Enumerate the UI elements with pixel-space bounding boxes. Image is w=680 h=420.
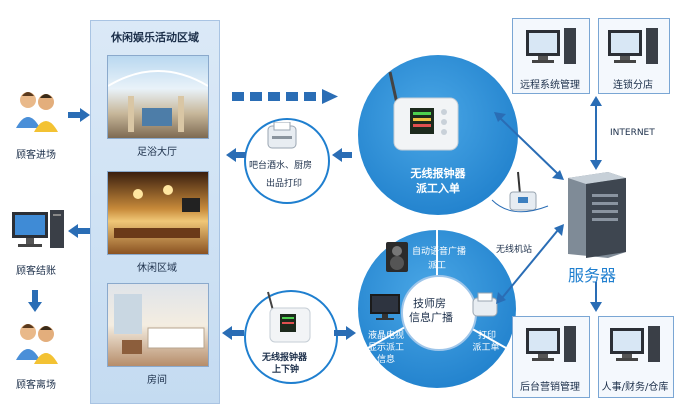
wireless-pager-small-icon — [267, 291, 311, 343]
arrow-left-icon — [332, 148, 352, 162]
remote-management-label: 远程系统管理 — [520, 80, 580, 91]
printer-label-line1: 打印 — [477, 331, 496, 341]
dashed-arrow-right-icon — [232, 89, 338, 104]
customer-enter-label: 顾客进场 — [16, 150, 56, 161]
printer-icon — [267, 122, 297, 149]
technician-room-center — [401, 275, 477, 351]
customers-enter-icon — [16, 92, 58, 132]
ticket-printer-icon — [472, 292, 498, 317]
arrow-left-icon — [226, 148, 246, 162]
computer-icon — [610, 326, 660, 362]
pager-bottom-label-line1: 无线报钟器 — [262, 353, 308, 363]
arrow-right-icon — [334, 326, 356, 340]
foot-spa-hall-photo — [107, 55, 209, 139]
print-label-line2: 出品打印 — [266, 179, 303, 189]
speaker-label-line1: 自动语音广播 — [412, 247, 467, 257]
arrow-right-icon — [68, 108, 90, 122]
server-connection-arrows — [494, 112, 564, 304]
tech-room-line2: 信息广播 — [409, 311, 453, 324]
lcd-tv-icon — [370, 294, 400, 320]
printer-label-line2: 派工单 — [472, 343, 500, 353]
arrow-left-icon — [68, 224, 90, 238]
photo-caption: 房间 — [147, 375, 167, 386]
computer-icon — [526, 28, 576, 64]
checkout-computer-icon — [12, 210, 64, 248]
pager-ring-label-line1: 无线报钟器 — [410, 167, 466, 180]
backend-sales-label: 后台营销管理 — [520, 382, 580, 393]
computer-icon — [526, 326, 576, 362]
print-label-line1: 吧台酒水、厨房 — [249, 161, 313, 171]
pager-ring-label-line2: 派工入单 — [416, 182, 460, 195]
tv-label-line3: 信息 — [376, 355, 395, 365]
internet-arrow-icon — [590, 96, 602, 170]
speaker-label-line2: 派工 — [428, 261, 447, 271]
pager-bottom-label-line2: 上下钟 — [272, 365, 300, 375]
internet-label: INTERNET — [610, 128, 655, 138]
arrow-down-icon — [590, 282, 602, 312]
arrow-left-icon — [222, 326, 244, 340]
photo-caption: 足浴大厅 — [137, 147, 177, 158]
tech-room-line1: 技师房 — [413, 297, 446, 310]
chain-store-label: 连锁分店 — [613, 80, 653, 91]
wireless-pager-device-icon — [388, 71, 459, 151]
leisure-area-photo — [107, 171, 209, 255]
wireless-base-station-icon — [491, 171, 549, 213]
base-station-label: 无线机站 — [496, 245, 533, 255]
customers-leave-icon — [16, 324, 58, 364]
leisure-area-panel: 休闲娱乐活动区域 足浴大厅 休闲区域 房间 — [90, 20, 220, 404]
server-label: 服务器 — [568, 266, 617, 285]
tv-label-line1: 液晶电视 — [367, 331, 404, 341]
speaker-icon — [386, 242, 408, 272]
panel-title: 休闲娱乐活动区域 — [111, 31, 199, 44]
hr-finance-label: 人事/财务/仓库 — [601, 382, 669, 393]
photo-caption: 休闲区域 — [137, 263, 177, 274]
tv-label-line2: 显示派工 — [367, 343, 404, 353]
room-photo — [107, 283, 209, 367]
server-icon — [568, 172, 626, 258]
computer-icon — [608, 28, 658, 64]
customer-checkout-label: 顾客结账 — [16, 266, 56, 277]
arrow-down-icon — [28, 290, 42, 312]
customer-leave-label: 顾客离场 — [16, 380, 56, 391]
